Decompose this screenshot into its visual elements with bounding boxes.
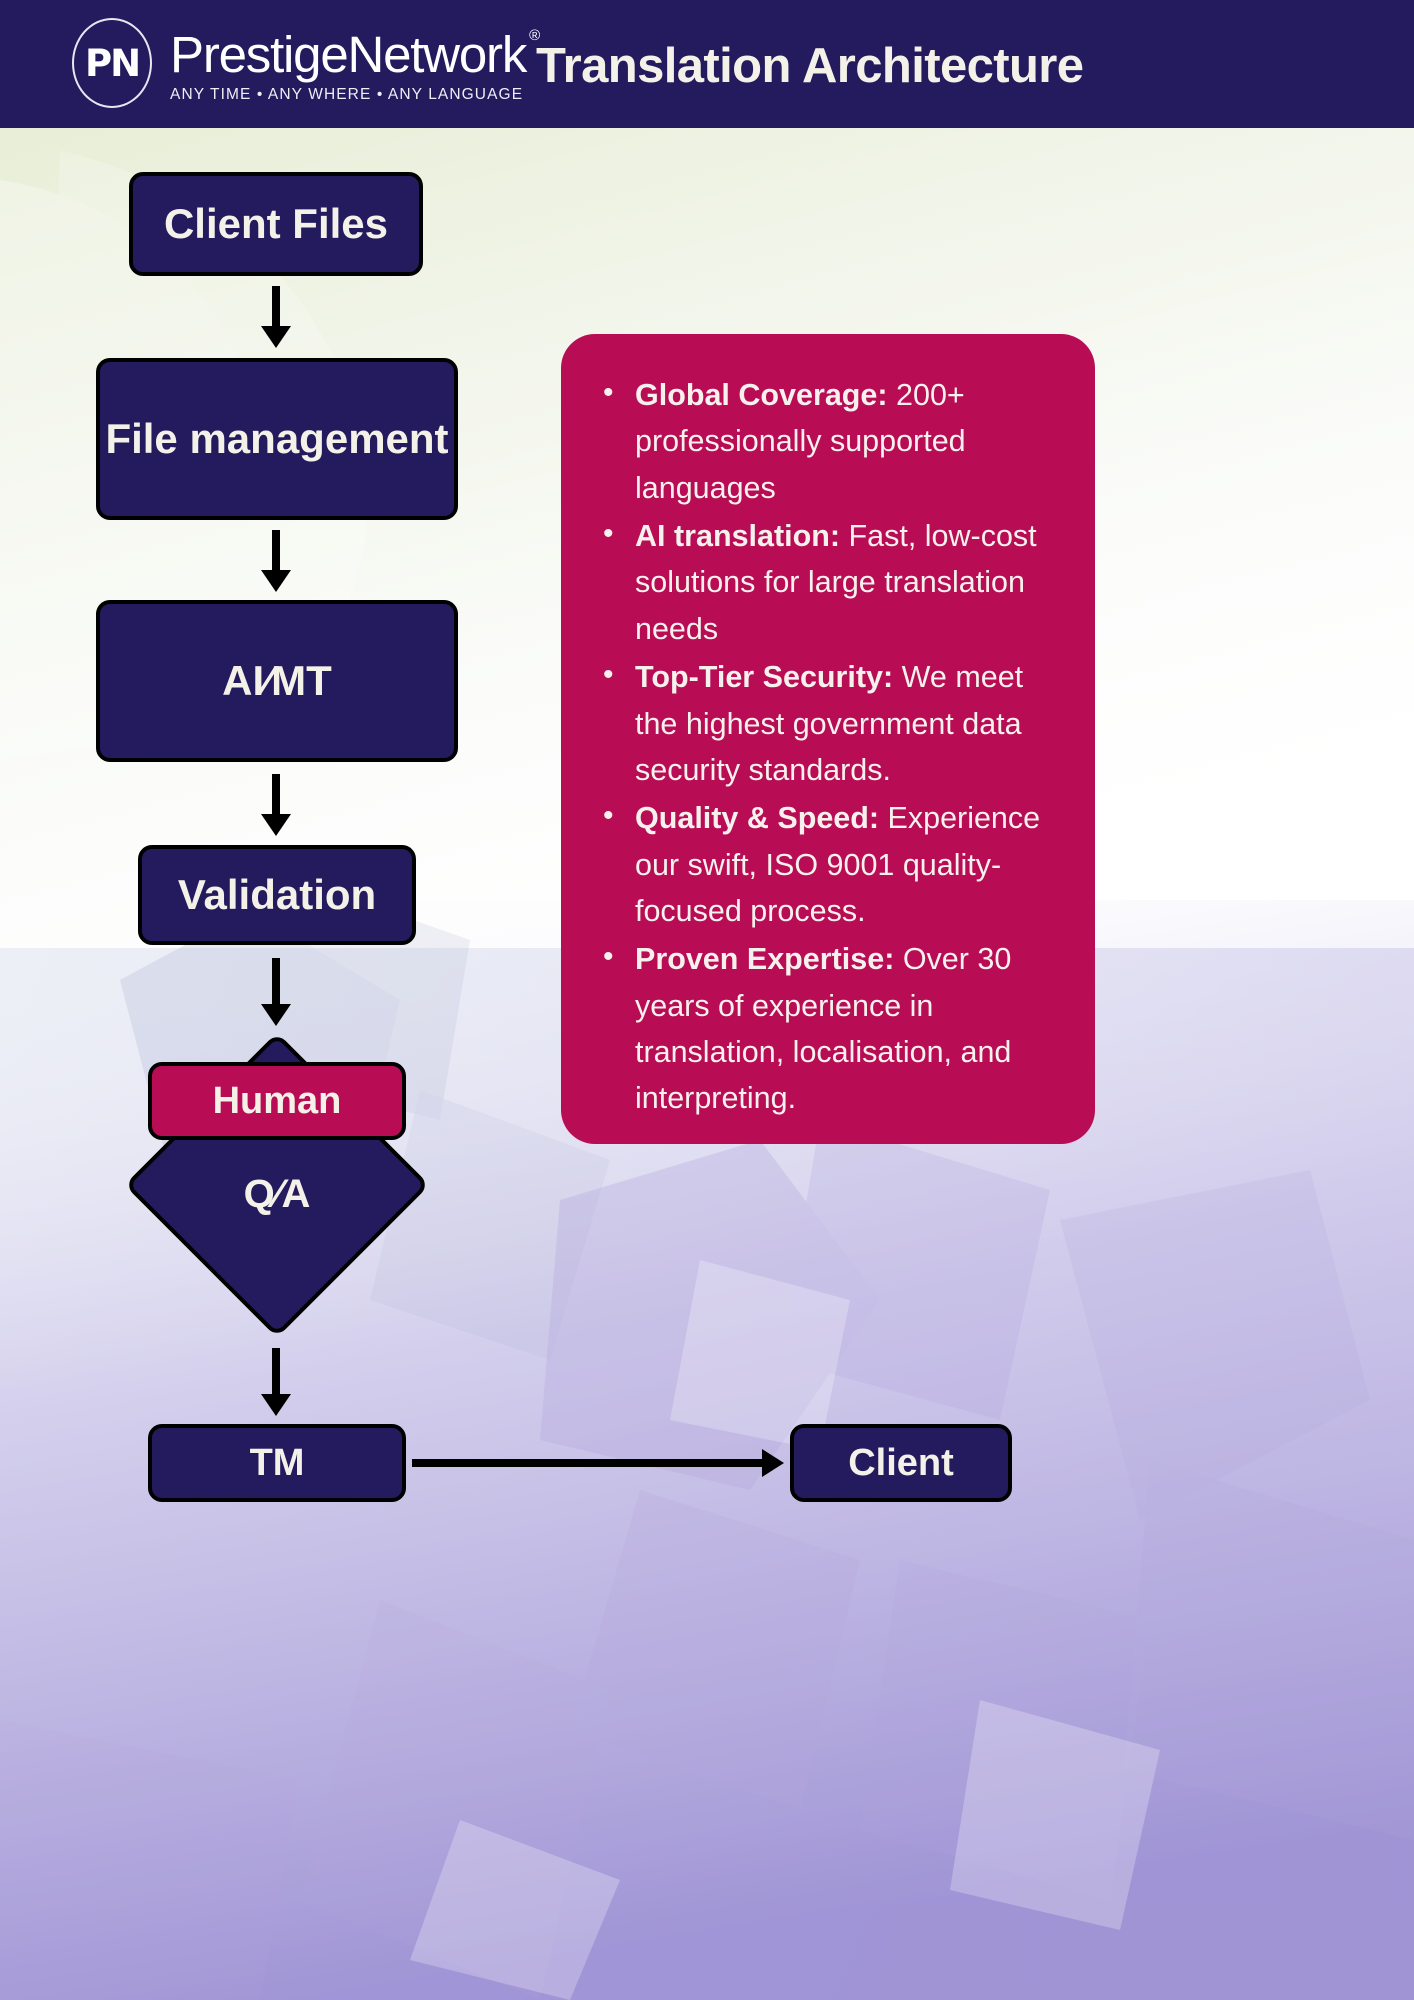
- list-item: Proven Expertise: Over 30 years of exper…: [603, 934, 1061, 1121]
- list-item: Top-Tier Security: We meet the highest g…: [603, 652, 1061, 793]
- arrow-head-icon: [261, 1394, 291, 1416]
- benefit-text: 200+ professionally supported languages: [635, 378, 966, 505]
- arrow-head-icon: [261, 814, 291, 836]
- brand-logo: PN PrestigeNetwork ® ANY TIME • ANY WHER…: [72, 18, 540, 110]
- benefits-list: Global Coverage: 200+ professionally sup…: [591, 370, 1061, 1122]
- flow-node-validation[interactable]: Validation: [138, 845, 416, 945]
- arrow-head-icon: [261, 326, 291, 348]
- pn-monogram-icon: PN: [72, 18, 156, 110]
- benefit-lead: Quality & Speed:: [635, 801, 880, 836]
- flow-node-client-files[interactable]: Client Files: [129, 172, 423, 276]
- flow-node-ai-mt[interactable]: AI∕MT: [96, 600, 458, 762]
- page-title: Translation Architecture: [536, 39, 1084, 93]
- list-item: Quality & Speed: Experience our swift, I…: [603, 793, 1061, 934]
- arrow-validation-to-qa: [261, 958, 291, 1028]
- arrow-qa-to-tm: [261, 1348, 291, 1418]
- benefits-panel: Global Coverage: 200+ professionally sup…: [561, 334, 1095, 1144]
- benefit-text: Fast, low-cost solutions for large trans…: [635, 519, 1037, 646]
- arrow-stem: [272, 1348, 280, 1396]
- benefit-text: Experience our swift, ISO 9001 quality-f…: [635, 801, 1041, 928]
- arrow-client-files-to-file-management: [261, 286, 291, 348]
- arrow-stem: [272, 958, 280, 1006]
- flow-node-qa-label: Q∕A: [243, 1172, 311, 1216]
- arrow-head-icon: [261, 1004, 291, 1026]
- arrow-head-icon: [762, 1449, 784, 1477]
- brand-tagline: ANY TIME • ANY WHERE • ANY LANGUAGE: [170, 85, 524, 103]
- page-header: PN PrestigeNetwork ® ANY TIME • ANY WHER…: [0, 0, 1414, 128]
- arrow-stem: [412, 1459, 768, 1467]
- brand-name: PrestigeNetwork: [170, 25, 527, 83]
- flow-node-file-management[interactable]: File management: [96, 358, 458, 520]
- arrow-tm-to-client: [412, 1449, 784, 1477]
- benefit-lead: Proven Expertise:: [635, 942, 895, 977]
- flow-node-tm[interactable]: TM: [148, 1424, 406, 1502]
- brand-text: PrestigeNetwork ® ANY TIME • ANY WHERE •…: [170, 25, 540, 104]
- arrow-file-management-to-ai-mt: [261, 530, 291, 592]
- arrow-head-icon: [261, 570, 291, 592]
- benefit-lead: AI translation:: [635, 519, 841, 554]
- benefit-text: Over 30 years of experience in translati…: [635, 942, 1012, 1116]
- flow-node-human[interactable]: Human: [148, 1062, 406, 1140]
- logo-initials: PN: [84, 41, 141, 85]
- arrow-stem: [272, 286, 280, 328]
- arrow-stem: [272, 530, 280, 572]
- arrow-stem: [272, 774, 280, 816]
- flow-node-client[interactable]: Client: [790, 1424, 1012, 1502]
- flow-node-qa-diamond[interactable]: Q∕A: [124, 1032, 430, 1338]
- arrow-ai-mt-to-validation: [261, 774, 291, 836]
- benefit-lead: Top-Tier Security:: [635, 660, 894, 695]
- registered-mark-icon: ®: [529, 26, 541, 44]
- list-item: AI translation: Fast, low-cost solutions…: [603, 511, 1061, 652]
- list-item: Global Coverage: 200+ professionally sup…: [603, 370, 1061, 511]
- logo-ring-shape: [72, 18, 152, 108]
- benefit-text: We meet the highest government data secu…: [635, 660, 1024, 787]
- benefit-lead: Global Coverage:: [635, 378, 888, 412]
